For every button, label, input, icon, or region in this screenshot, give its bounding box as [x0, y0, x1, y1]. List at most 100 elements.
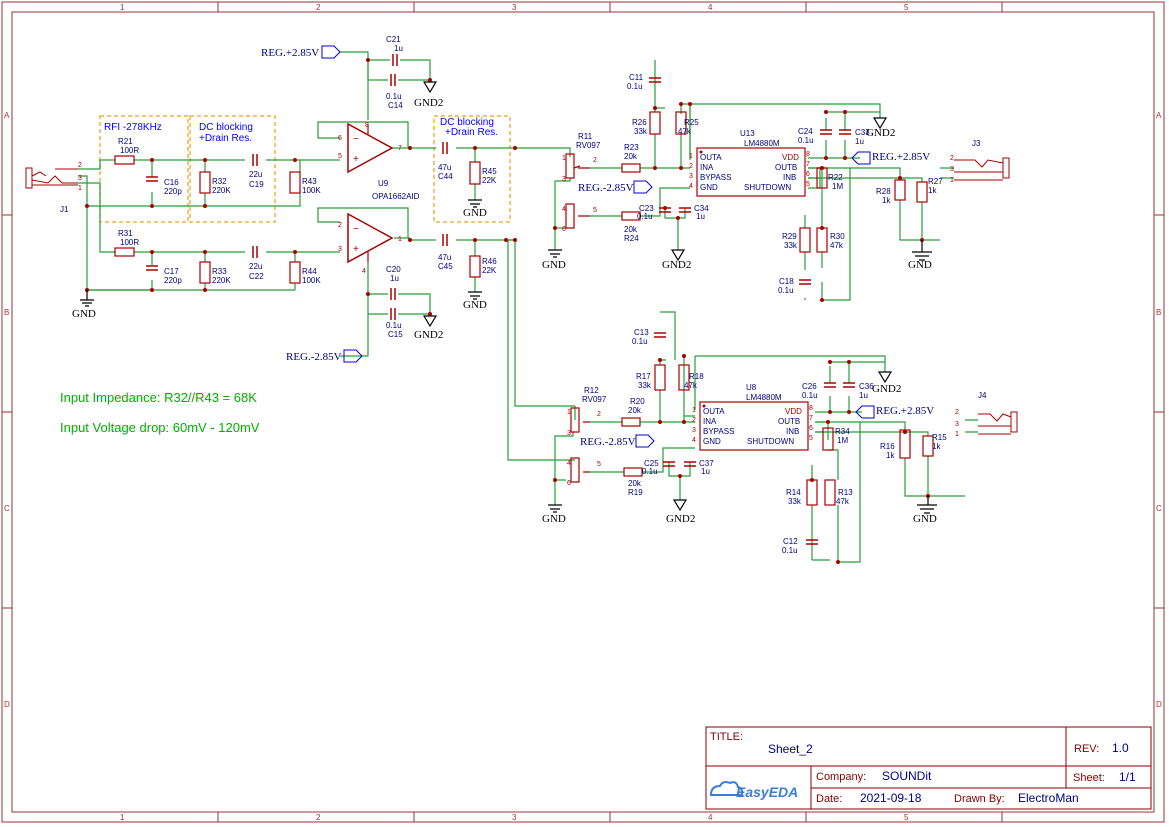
- date-value: 2021-09-18: [860, 791, 922, 805]
- svg-text:33k: 33k: [634, 127, 648, 136]
- svg-text:4: 4: [562, 206, 566, 213]
- svg-text:0.1u: 0.1u: [632, 337, 648, 346]
- drawn-by-value: ElectroMan: [1018, 791, 1079, 805]
- j1-pin2: 2: [78, 162, 82, 169]
- sheet-title: Sheet_2: [768, 742, 813, 756]
- svg-text:0.1u: 0.1u: [637, 212, 653, 221]
- gnd-label-7: GND: [913, 513, 937, 525]
- svg-text:8: 8: [365, 122, 369, 129]
- gnd2-label-5: GND2: [866, 127, 895, 139]
- sheet-label: Sheet:: [1073, 772, 1105, 784]
- svg-text:C26: C26: [802, 382, 817, 391]
- u8-ref: U8: [746, 383, 757, 392]
- r46-body: [469, 255, 481, 278]
- svg-text:RV097: RV097: [576, 141, 601, 150]
- ic-u8: [699, 401, 809, 451]
- svg-text:6: 6: [562, 226, 566, 233]
- svg-text:2: 2: [950, 155, 954, 162]
- svg-text:C15: C15: [388, 330, 403, 339]
- svg-text:1k: 1k: [928, 186, 937, 195]
- net-flag-reg-neg-1: [343, 349, 363, 363]
- svg-text:R26: R26: [632, 118, 647, 127]
- svg-text:4: 4: [567, 460, 571, 467]
- svg-text:C23: C23: [639, 204, 654, 213]
- svg-text:1M: 1M: [832, 182, 843, 191]
- svg-text:VDD: VDD: [782, 153, 799, 162]
- svg-text:47u: 47u: [438, 253, 451, 262]
- r11b-body: [565, 203, 575, 229]
- svg-text:C19: C19: [249, 180, 264, 189]
- dc-note-1-line1: DC blocking: [199, 122, 253, 133]
- row-label-c: C: [4, 504, 10, 513]
- gnd2-label-2: GND2: [414, 329, 443, 341]
- svg-text:R24: R24: [624, 234, 639, 243]
- r14-body: [806, 479, 818, 506]
- input-voltage-note: Input Voltage drop: 60mV - 120mV: [60, 420, 260, 435]
- svg-text:100K: 100K: [302, 276, 321, 285]
- svg-text:C45: C45: [438, 262, 453, 271]
- svg-text:4: 4: [692, 437, 696, 444]
- col-label-2-bottom: 2: [316, 813, 321, 822]
- svg-text:−: −: [353, 134, 359, 145]
- reg-pos-label-1: REG.+2.85V: [261, 47, 319, 59]
- ground-symbols: [80, 81, 937, 514]
- svg-text:4: 4: [362, 268, 366, 275]
- svg-text:C36: C36: [859, 382, 874, 391]
- reg-pos-label-3: REG.+2.85V: [876, 405, 934, 417]
- net-flag-reg-neg-2: [633, 180, 653, 194]
- r30-body: [816, 227, 828, 253]
- svg-text:100K: 100K: [302, 186, 321, 195]
- company-label: Company:: [816, 771, 866, 783]
- col-label-5-bottom: 5: [904, 813, 909, 822]
- j1-pin1: 1: [78, 185, 82, 192]
- svg-text:20k: 20k: [628, 479, 642, 488]
- u9-ref: U9: [378, 179, 389, 188]
- gnd2-label-4: GND2: [666, 513, 695, 525]
- svg-text:100R: 100R: [120, 238, 139, 247]
- r44-body: [289, 261, 301, 284]
- svg-text:OUTA: OUTA: [703, 407, 725, 416]
- svg-text:+: +: [353, 154, 359, 165]
- net-flag-reg-pos-3: [855, 405, 875, 419]
- r29-body: [799, 227, 811, 253]
- net-flag-reg-neg-3: [635, 434, 655, 448]
- reg-neg-label-2: REG.-2.85V: [578, 182, 634, 194]
- svg-text:0.1u: 0.1u: [642, 467, 658, 476]
- ic-u13: [696, 147, 806, 197]
- svg-text:6: 6: [809, 425, 813, 432]
- svg-text:OUTB: OUTB: [775, 163, 797, 172]
- u13-ref: U13: [740, 129, 755, 138]
- svg-text:GND: GND: [700, 183, 718, 192]
- rev-label: REV:: [1074, 743, 1099, 755]
- date-label: Date:: [816, 793, 842, 805]
- svg-text:3: 3: [338, 246, 342, 253]
- svg-text:R33: R33: [212, 267, 227, 276]
- title-label: TITLE:: [710, 731, 743, 743]
- r31-body: [114, 247, 135, 257]
- r27-body: [916, 181, 928, 203]
- svg-text:1k: 1k: [932, 442, 941, 451]
- r24-body: [621, 211, 641, 221]
- svg-text:3: 3: [562, 176, 566, 183]
- svg-text:GND: GND: [703, 437, 721, 446]
- r33-body: [199, 261, 211, 284]
- svg-text:R14: R14: [786, 488, 801, 497]
- svg-text:0.1u: 0.1u: [778, 286, 794, 295]
- svg-text:C37: C37: [699, 459, 714, 468]
- svg-text:OUTA: OUTA: [700, 153, 722, 162]
- svg-text:5: 5: [593, 207, 597, 214]
- jack-j4: [978, 411, 1018, 435]
- opamp-u9: − + − +: [347, 122, 394, 264]
- col-label-1-bottom: 1: [120, 813, 125, 822]
- svg-text:3: 3: [567, 430, 571, 437]
- row-label-b-right: B: [1156, 308, 1161, 317]
- r43-body: [289, 171, 301, 194]
- svg-text:R17: R17: [636, 372, 651, 381]
- svg-text:VDD: VDD: [785, 407, 802, 416]
- svg-text:R11: R11: [578, 132, 593, 141]
- svg-text:2: 2: [338, 222, 342, 229]
- r15-body: [922, 435, 934, 457]
- svg-text:100R: 100R: [120, 146, 139, 155]
- svg-text:2: 2: [689, 163, 693, 170]
- gnd-label-6: GND: [908, 259, 932, 271]
